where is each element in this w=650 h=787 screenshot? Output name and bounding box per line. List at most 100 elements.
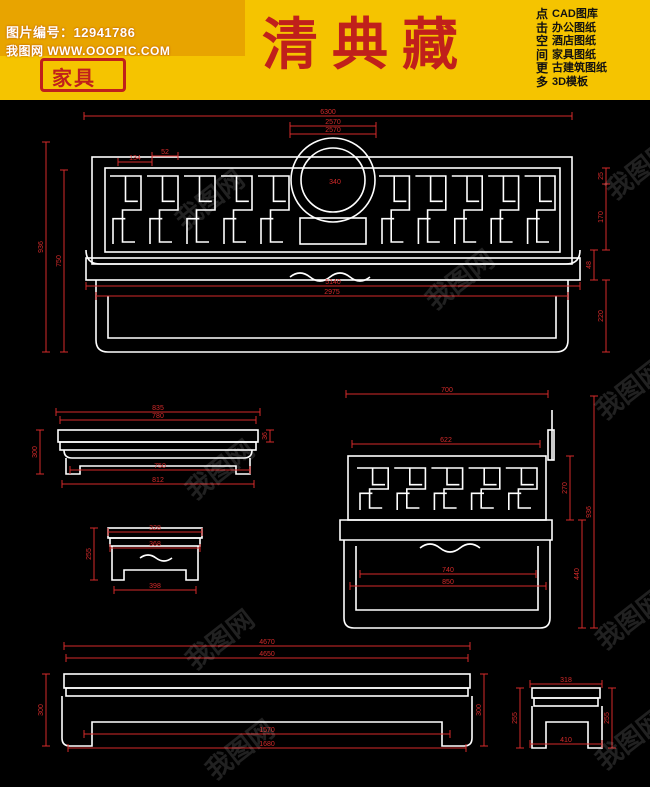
dim-label: 850 bbox=[442, 579, 454, 586]
side-base bbox=[343, 540, 551, 629]
dimension-labels: 6300257025705140297513452936750251702204… bbox=[32, 109, 611, 748]
dim-label: 300 bbox=[32, 446, 39, 458]
dim-label: 5140 bbox=[325, 279, 341, 286]
dim-label: 2570 bbox=[325, 127, 341, 134]
stool-apron bbox=[109, 537, 201, 547]
category-link[interactable]: 办公图纸 bbox=[552, 21, 596, 34]
lattice-pattern bbox=[415, 175, 447, 244]
dim-label: 318 bbox=[560, 677, 572, 684]
dim-label: 740 bbox=[442, 567, 454, 574]
dim-label: 835 bbox=[152, 405, 164, 412]
dimension-lines bbox=[36, 112, 616, 752]
site-watermark: 我图网 WWW.OOOPIC.COM bbox=[6, 44, 171, 58]
dim-label: 410 bbox=[560, 737, 572, 744]
side-char: 间 bbox=[535, 47, 548, 62]
page-title: 清典藏 bbox=[262, 12, 472, 78]
lattice-pattern bbox=[147, 175, 179, 244]
stool-legs bbox=[111, 546, 199, 581]
medallion-inner bbox=[300, 147, 366, 213]
dim-label: 4650 bbox=[259, 651, 275, 658]
side-char: 更 bbox=[535, 61, 548, 75]
lattice-pattern bbox=[379, 175, 411, 244]
sofa-seat-rail bbox=[85, 257, 581, 281]
dim-label: 4670 bbox=[259, 639, 275, 646]
dim-label: 255 bbox=[512, 712, 519, 724]
small-stool-legs bbox=[531, 706, 603, 749]
header-banner: 图片编号：12941786 我图网 WWW.OOOPIC.COM 家具 清典藏 … bbox=[0, 0, 650, 100]
dim-label: 936 bbox=[38, 241, 45, 253]
dim-label: 2570 bbox=[325, 119, 341, 126]
long-table-apron bbox=[65, 687, 469, 697]
logo-text: 家具 bbox=[52, 66, 96, 90]
dim-label: 300 bbox=[38, 704, 45, 716]
dim-label: 750 bbox=[56, 255, 63, 267]
lattice-pattern bbox=[221, 175, 253, 244]
lattice-pattern bbox=[357, 467, 389, 510]
dim-label: 134 bbox=[129, 155, 141, 162]
dim-label: 255 bbox=[86, 548, 93, 560]
small-stool-top bbox=[531, 687, 601, 699]
cad-drawing: 6300257025705140297513452936750251702204… bbox=[32, 109, 616, 752]
watermark-band bbox=[0, 0, 245, 56]
lattice-pattern bbox=[110, 175, 142, 244]
long-table-legs bbox=[61, 696, 473, 747]
dim-label: 36 bbox=[262, 432, 269, 440]
side-back-post-rect bbox=[547, 429, 555, 461]
category-link[interactable]: 古建筑图纸 bbox=[552, 62, 607, 74]
side-vertical-text: 点击空间更多 bbox=[535, 7, 549, 89]
side-char: 空 bbox=[535, 34, 548, 48]
side-char: 多 bbox=[535, 74, 548, 89]
lattice-pattern bbox=[488, 175, 520, 244]
dim-label: 2975 bbox=[324, 289, 340, 296]
lattice-pattern bbox=[184, 175, 216, 244]
lattice-pattern bbox=[451, 175, 483, 244]
medallion-label: 340 bbox=[329, 179, 341, 186]
logo-frame bbox=[40, 58, 126, 92]
side-char: 点 bbox=[535, 7, 548, 21]
category-link[interactable]: 3D模板 bbox=[552, 75, 589, 88]
category-link[interactable]: CAD图库 bbox=[552, 8, 598, 20]
dim-label: 328 bbox=[149, 525, 161, 532]
lattice-pattern bbox=[524, 175, 556, 244]
table-rail bbox=[63, 449, 253, 459]
dim-label: 750 bbox=[154, 463, 166, 470]
dim-label: 25 bbox=[598, 172, 605, 180]
lattice-pattern bbox=[468, 467, 501, 510]
side-char: 击 bbox=[535, 20, 548, 35]
dim-label: 52 bbox=[161, 149, 169, 156]
dim-label: 700 bbox=[441, 387, 453, 394]
dim-label: 1680 bbox=[259, 741, 275, 748]
table-legs bbox=[65, 458, 251, 475]
carved-motif bbox=[289, 272, 371, 282]
dim-label: 170 bbox=[598, 211, 605, 223]
lattice-pattern bbox=[394, 467, 427, 510]
small-stool-apron bbox=[533, 697, 599, 707]
side-motif bbox=[419, 543, 481, 553]
side-backrest bbox=[347, 455, 547, 521]
dim-label: 368 bbox=[149, 541, 161, 548]
image-id-watermark: 图片编号：12941786 bbox=[6, 25, 136, 40]
category-link[interactable]: 酒店图纸 bbox=[552, 35, 596, 47]
side-base-inner bbox=[355, 546, 539, 611]
medallion-outer bbox=[290, 137, 376, 223]
dim-label: 398 bbox=[149, 583, 161, 590]
long-table-top bbox=[63, 673, 471, 689]
lattice-pattern bbox=[258, 175, 290, 244]
furniture-outlines bbox=[57, 137, 603, 749]
sofa-base-inner bbox=[107, 296, 557, 339]
sofa-backrest-inner bbox=[104, 167, 561, 253]
dim-label: 622 bbox=[440, 437, 452, 444]
lattice-pattern bbox=[431, 467, 464, 510]
dim-label: 812 bbox=[152, 477, 164, 484]
dim-label: 48 bbox=[586, 261, 593, 269]
dim-label: 1570 bbox=[259, 727, 275, 734]
dim-label: 255 bbox=[604, 712, 611, 724]
dim-label: 440 bbox=[574, 568, 581, 580]
side-seat bbox=[339, 519, 553, 541]
sofa-base bbox=[95, 280, 569, 353]
dim-label: 270 bbox=[562, 482, 569, 494]
category-link[interactable]: 家具图纸 bbox=[552, 48, 596, 61]
lattice-pattern bbox=[505, 467, 538, 510]
dim-label: 300 bbox=[476, 704, 483, 716]
